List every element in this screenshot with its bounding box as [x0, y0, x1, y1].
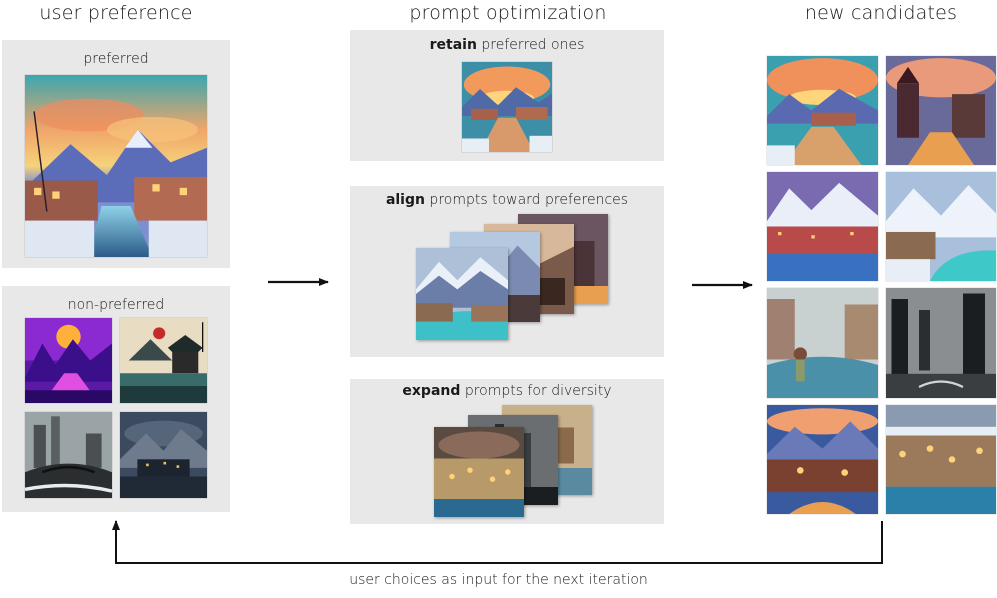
feedback-loop-arrow	[112, 520, 883, 564]
column-title-new-candidates: new candidates	[804, 2, 958, 24]
non-preferred-image-dark-city[interactable]	[120, 412, 207, 498]
expand-keyword: expand	[402, 383, 461, 399]
non-preferred-label: non-preferred	[67, 297, 165, 313]
column-title-user-preference: user preference	[39, 2, 193, 24]
candidate-image-5[interactable]	[767, 288, 878, 398]
align-title: align prompts toward preferences	[350, 192, 664, 208]
align-description: prompts toward preferences	[424, 192, 629, 208]
expand-description: prompts for diversity	[460, 383, 612, 399]
expand-stack-image-1	[434, 427, 524, 517]
retained-image[interactable]	[462, 62, 552, 152]
align-stack-image-1	[416, 248, 508, 340]
expand-panel: expand prompts for diversity	[350, 379, 664, 524]
retain-description: preferred ones	[476, 37, 585, 53]
non-preferred-image-ukiyoe[interactable]	[120, 318, 207, 403]
column-title-prompt-optimization: prompt optimization	[409, 2, 607, 24]
preferred-label: preferred	[83, 51, 149, 67]
retain-title: retain preferred ones	[350, 37, 664, 53]
candidate-image-2[interactable]	[886, 56, 996, 165]
candidate-image-3[interactable]	[767, 172, 878, 281]
feedback-caption: user choices as input for the next itera…	[349, 572, 648, 588]
expand-title: expand prompts for diversity	[350, 383, 664, 399]
non-preferred-image-synthwave[interactable]	[25, 318, 112, 403]
non-preferred-panel: non-preferred	[2, 286, 230, 512]
candidate-image-4[interactable]	[886, 172, 996, 281]
preferred-image[interactable]	[25, 75, 207, 257]
non-preferred-image-gray-castle[interactable]	[25, 412, 112, 498]
align-panel: align prompts toward preferences	[350, 186, 664, 357]
candidate-image-8[interactable]	[886, 405, 996, 514]
preferred-panel: preferred	[2, 40, 230, 268]
retain-panel: retain preferred ones	[350, 30, 664, 161]
candidate-image-1[interactable]	[767, 56, 878, 165]
candidate-image-6[interactable]	[886, 288, 996, 398]
retain-keyword: retain	[429, 37, 477, 53]
candidate-image-7[interactable]	[767, 405, 878, 514]
align-keyword: align	[385, 192, 425, 208]
